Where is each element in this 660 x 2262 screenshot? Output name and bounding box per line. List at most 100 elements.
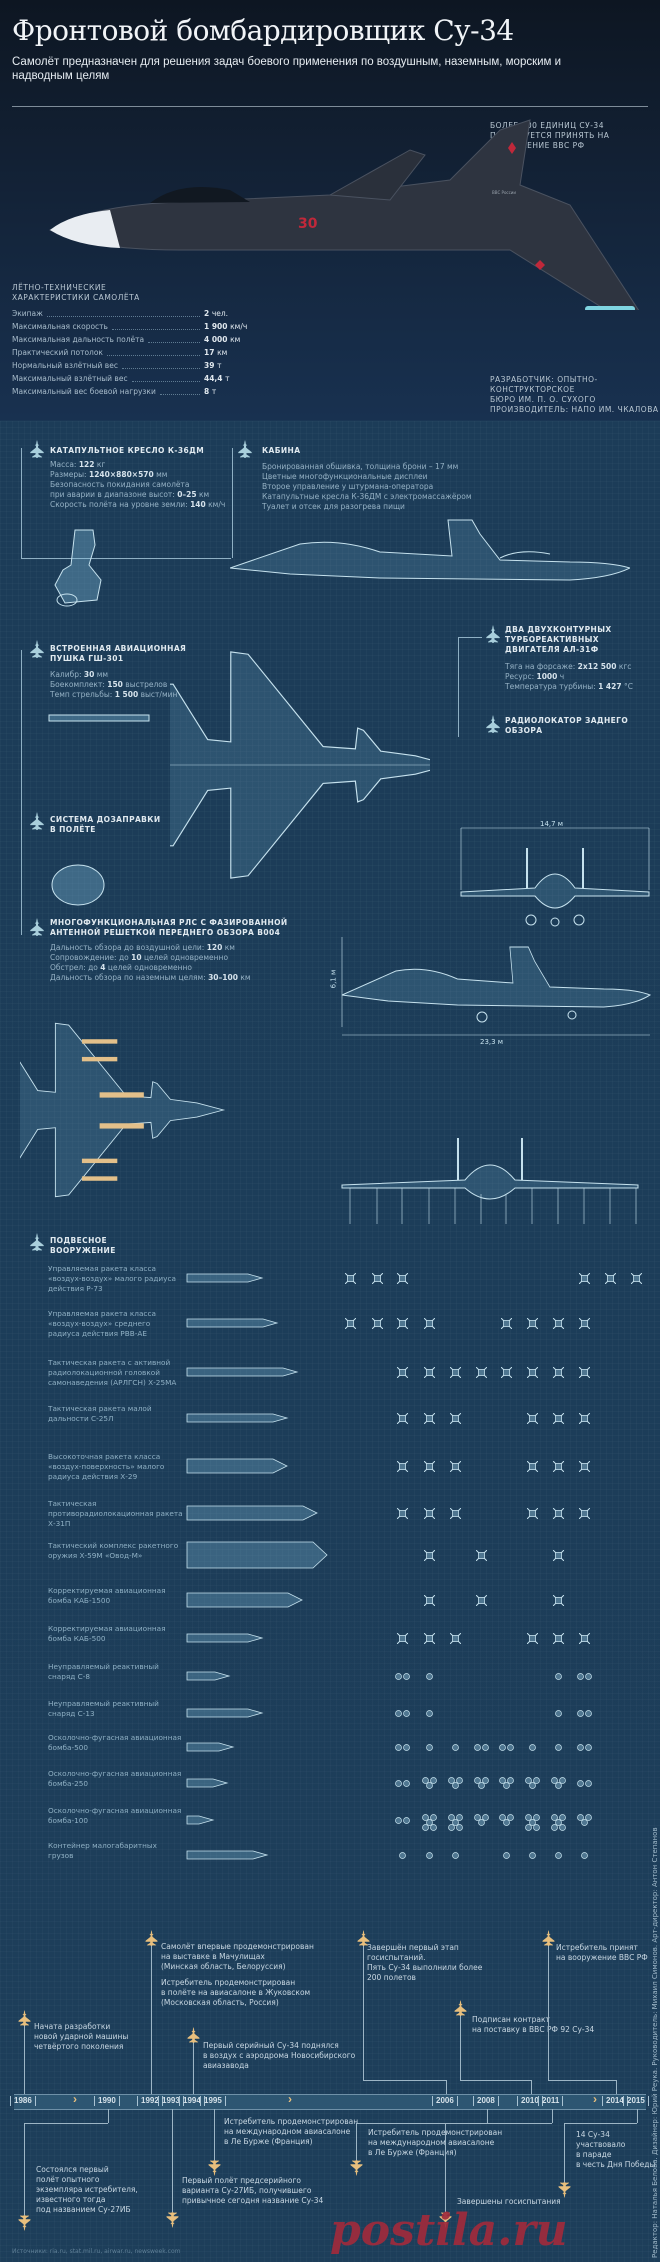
event-line: Начата разработки [34, 2022, 111, 2031]
jet-icon [454, 2000, 467, 2016]
timeline-connector [24, 2123, 108, 2124]
detail-value: 0–25 [177, 490, 197, 499]
detail-value: 1 500 [114, 690, 139, 699]
callout-line [458, 637, 459, 737]
detail-value: 1000 [536, 672, 558, 681]
detail-value: 10 [131, 953, 142, 962]
jet-icon [486, 715, 500, 733]
jet-icon [30, 640, 44, 658]
bomb-mount-icon [558, 1776, 566, 1784]
timeline-year: 1990 [94, 2096, 120, 2106]
timeline-connector [445, 2123, 446, 2212]
loadout-top-view [20, 1022, 224, 1198]
detail-label: Скорость полёта на уровне земли: [50, 500, 191, 509]
bomb-mount-icon [473, 1743, 481, 1751]
event-line: Пять Су-34 выполнили более [367, 1963, 483, 1972]
timeline-connector [151, 1942, 152, 2094]
bomb-mount-icon [455, 1823, 463, 1831]
detail-line: Масса: 122 кг [50, 460, 230, 470]
timeline-connector [363, 2080, 446, 2081]
weapon-label: Осколочно-фугасная авиационная бомба-100 [48, 1806, 182, 1825]
timeline-year: 1995 [200, 2096, 226, 2106]
missile-mount-icon [578, 1272, 590, 1284]
missile-mount-icon [552, 1412, 564, 1424]
seat-title: Катапультное кресло К-36ДМ [50, 446, 205, 455]
sources: Источники: ria.ru, stat.mil.ru, airwar.r… [12, 2248, 181, 2255]
spec-number: 8 [204, 387, 210, 396]
detail-value: 150 [107, 680, 123, 689]
event-line: на международном авиасалоне [368, 2138, 495, 2147]
weapon-label: Корректируемая авиационная бомба КАБ-500 [48, 1624, 166, 1643]
event-line: 200 полетов [367, 1973, 416, 1982]
bomb-mount-icon [524, 1776, 532, 1784]
missile-mount-icon [449, 1632, 461, 1644]
bomb-mount-icon [481, 1776, 489, 1784]
detail-label: Безопасность покидания самолёта [50, 480, 190, 489]
event-line: в Ле Бурже (Франция) [224, 2137, 313, 2146]
missile-mount-icon [396, 1632, 408, 1644]
missile-mount-icon [526, 1366, 538, 1378]
bomb-mount-icon [447, 1813, 455, 1821]
missile-mount-icon [344, 1317, 356, 1329]
event-line: Завершён первый этап [367, 1943, 459, 1952]
missile-mount-icon [449, 1366, 461, 1378]
jet-icon [350, 2160, 363, 2176]
spec-unit: т [217, 361, 222, 370]
cabin-details: Бронированная обшивка, толщина брони – 1… [262, 462, 482, 512]
wingspan-label: 14,7 м [540, 820, 564, 828]
bomb-mount-icon [576, 1779, 584, 1787]
page-subtitle: Самолёт предназначен для решения задач б… [12, 56, 562, 82]
detail-line: Обстрел: до 4 целей одновременно [50, 963, 290, 973]
jet-icon [30, 1233, 44, 1251]
callout-line [458, 637, 482, 638]
timeline-connector [445, 2123, 552, 2124]
detail-line: Темп стрельбы: 1 500 выст/мин [50, 690, 230, 700]
blueprint-background [0, 421, 660, 2262]
timeline-year: 2010 [517, 2096, 543, 2106]
timeline-year: 2011 [538, 2096, 564, 2106]
weapon-label: Корректируемая авиационная бомба КАБ-150… [48, 1586, 166, 1605]
detail-line: Безопасность покидания самолёта [50, 480, 230, 490]
bomb-mount-icon [554, 1709, 562, 1717]
height-label: 6,1 м [329, 969, 338, 989]
missile-mount-icon [449, 1412, 461, 1424]
weapon-label: Тактическая ракета с активной радиолокац… [48, 1358, 177, 1387]
bomb-mount-icon [532, 1823, 540, 1831]
gun-illustration [48, 714, 150, 722]
spec-unit: т [225, 374, 230, 383]
detail-line: Дальность обзора по наземным целям: 30–1… [50, 973, 290, 983]
detail-unit: целей одновременно [107, 963, 192, 972]
weapon-illustration [186, 1318, 279, 1328]
missile-mount-icon [578, 1412, 590, 1424]
detail-value: 4 [100, 963, 106, 972]
credits-text: Редактор: Наталья Белова. Дизайнер: Юрий… [651, 1827, 659, 2258]
timeline-connector [363, 1942, 364, 2080]
missile-mount-icon [552, 1632, 564, 1644]
detail-line: Тяга на форсаже: 2х12 500 кгс [505, 662, 655, 672]
bomb-mount-icon [402, 1779, 410, 1787]
jet-icon [18, 2010, 31, 2026]
missile-mount-icon [552, 1366, 564, 1378]
spec-name: Практический потолок [12, 348, 103, 357]
event-line: (Минская область, Белоруссия) [161, 1962, 286, 1971]
event-line: Истребитель продемонстрирован [224, 2117, 359, 2126]
cabin-title: Кабина [262, 446, 301, 455]
timeline-chevron-icon: › [73, 2092, 77, 2106]
spec-number: 17 [204, 348, 215, 357]
timeline-connector [564, 2123, 565, 2182]
weapon-illustration [186, 1815, 215, 1825]
leader-dots [46, 311, 200, 317]
weapon-label: Контейнер малогабаритных грузов [48, 1841, 157, 1860]
detail-value: 122 [78, 460, 95, 469]
front-view-aircraft [460, 827, 650, 927]
bomb-mount-icon [481, 1813, 489, 1821]
spec-unit: чел. [211, 309, 229, 318]
bomb-mount-icon [532, 1776, 540, 1784]
detail-label: Температура турбины: [505, 682, 599, 691]
detail-line: Калибр: 30 мм [50, 670, 230, 680]
event-line: на поставку в ВВС РФ 92 Су-34 [472, 2025, 595, 2034]
tail-marking: ВВС России [492, 190, 516, 195]
